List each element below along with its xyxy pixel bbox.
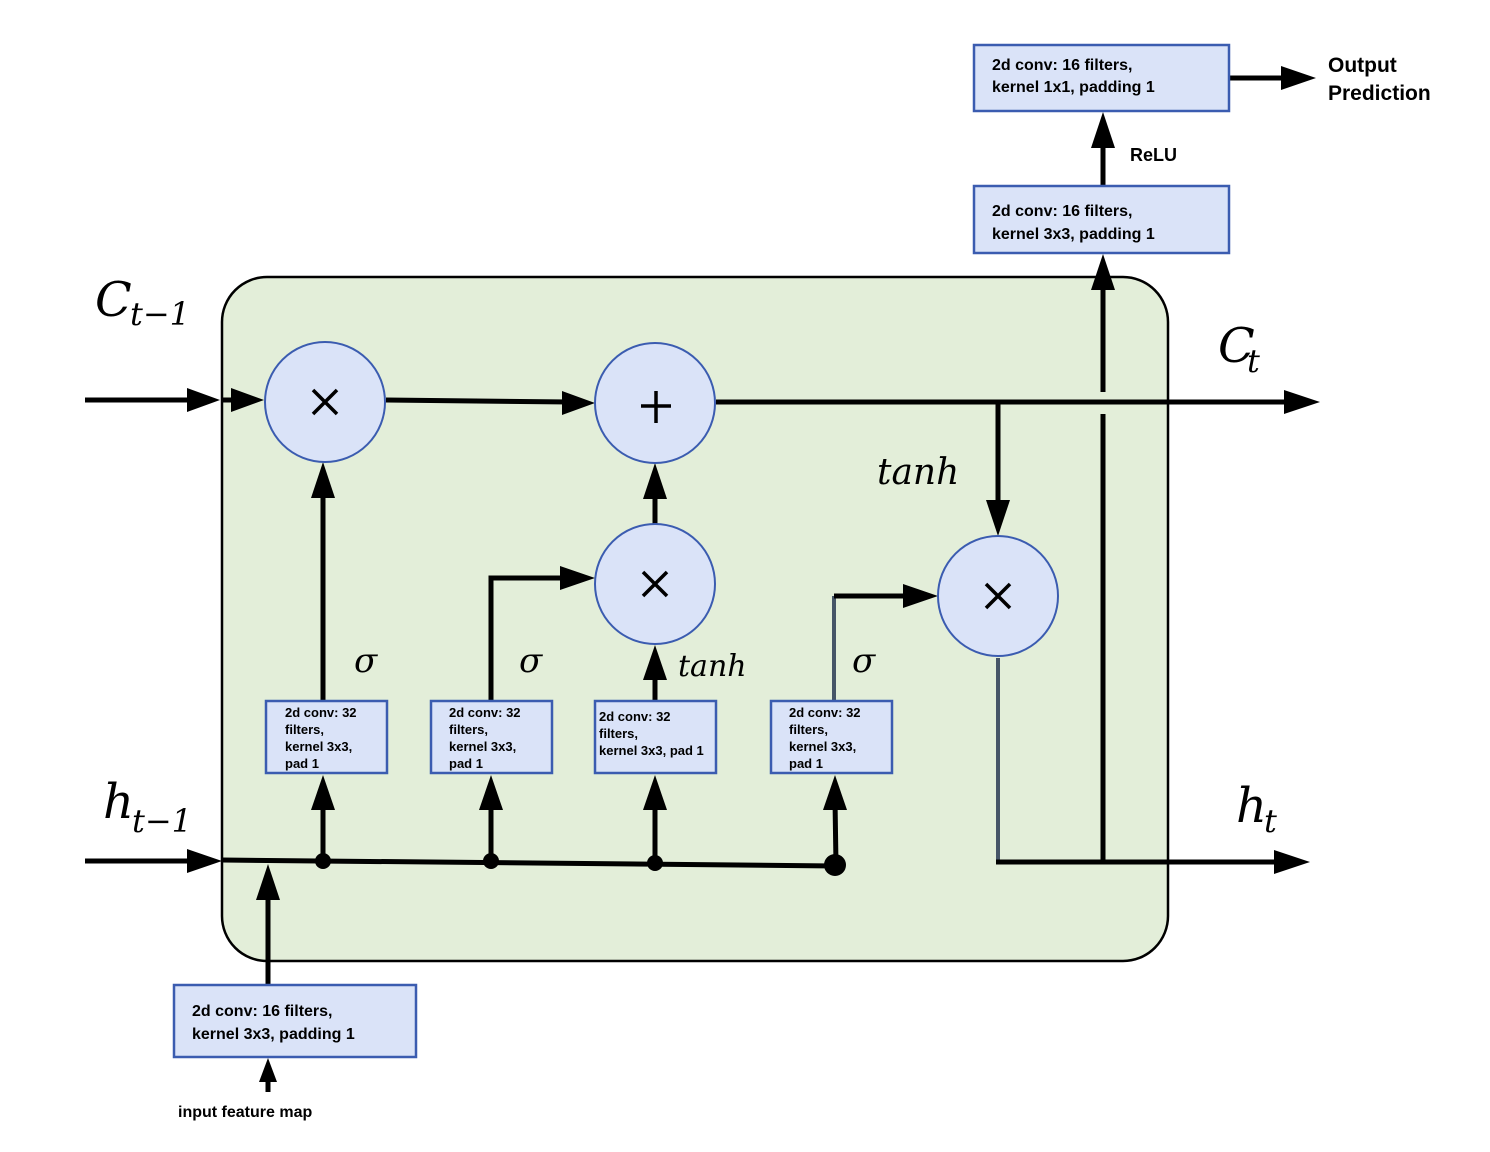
input-conv-to-bus-arrowhead: [256, 864, 280, 900]
conv-label-line: 2d conv: 32: [449, 705, 521, 720]
input-feature-map-label: input feature map: [178, 1104, 312, 1121]
h-prev-label: h t−1: [103, 774, 192, 840]
multiply-icon: [984, 582, 1012, 610]
c-prev-sub: t−1: [130, 295, 190, 333]
c-prev-inner-arrowhead: [231, 388, 264, 412]
forget-multiply-node: [264, 341, 386, 463]
head-relu-arrowhead: [1091, 112, 1115, 148]
conv-label-line: 2d conv: 16 filters,: [992, 203, 1133, 220]
bus-to-input-conv-arrowhead: [479, 775, 503, 810]
h-next-main: h: [1236, 778, 1267, 834]
input-mult-to-add-arrowhead: [643, 463, 667, 499]
output-gate-conv-box: 2d conv: 32 filters, kernel 3x3, pad 1: [769, 699, 894, 775]
conv-label-line: kernel 3x3, pad 1: [599, 743, 704, 758]
multiply-icon: [311, 388, 339, 416]
conv-label-line: 2d conv: 32: [789, 705, 861, 720]
head-conv-1x1-box: 2d conv: 16 filters, kernel 1x1, padding…: [972, 43, 1231, 113]
output-sigma-label: σ: [852, 641, 876, 681]
conv-label-line: pad 1: [449, 756, 483, 771]
cell-tanh-arrowhead: [986, 500, 1010, 536]
conv-label-line: kernel 3x3,: [285, 739, 352, 754]
h-prev-sub: t−1: [132, 802, 192, 840]
conv-label-line: filters,: [285, 722, 324, 737]
feature-map-arrowhead: [259, 1058, 277, 1082]
c-next-label: C t: [1218, 318, 1260, 380]
h-next-label: h t: [1236, 778, 1277, 840]
conv-label-line: kernel 3x3,: [789, 739, 856, 754]
multiply-icon: [641, 570, 669, 598]
candidate-tanh-label: tanh: [678, 649, 747, 684]
forget-gate-conv-box: 2d conv: 32 filters, kernel 3x3, pad 1: [264, 699, 389, 775]
c-next-arrowhead: [1284, 390, 1320, 414]
bus-to-candidate-conv-arrowhead: [643, 775, 667, 810]
forget-sigma-label: σ: [354, 641, 378, 681]
candidate-conv-box: 2d conv: 32 filters, kernel 3x3, pad 1: [593, 699, 718, 775]
h-next-arrowhead: [1274, 850, 1310, 874]
conv-label-line: 2d conv: 32: [285, 705, 357, 720]
conv-label-line: 2d conv: 16 filters,: [992, 57, 1133, 74]
input-sigma-label: σ: [519, 641, 543, 681]
conv-label-line: kernel 3x3, padding 1: [192, 1026, 355, 1043]
input-conv-box: 2d conv: 16 filters, kernel 3x3, padding…: [172, 983, 418, 1059]
head-conv-3x3-box: 2d conv: 16 filters, kernel 3x3, padding…: [972, 184, 1231, 255]
bus-to-forget-conv-arrowhead: [311, 775, 335, 810]
input-gate-conv-box: 2d conv: 32 filters, kernel 3x3, pad 1: [429, 699, 554, 775]
conv-label-line: pad 1: [285, 756, 319, 771]
output-prediction-label-line2: Prediction: [1328, 82, 1431, 105]
conv-label-line: kernel 3x3, padding 1: [992, 226, 1155, 243]
h-prev-main: h: [103, 774, 134, 830]
conv-label-line: 2d conv: 32: [599, 709, 671, 724]
c-next-sub: t: [1247, 342, 1260, 380]
output-gate-arrowhead: [903, 584, 938, 608]
output-multiply-node: [937, 535, 1059, 657]
conv-label-line: kernel 3x3,: [449, 739, 516, 754]
output-prediction-arrowhead: [1281, 66, 1316, 90]
forget-to-add-wire: [385, 397, 571, 405]
bus-to-output-conv-wire: [832, 799, 839, 866]
relu-label: ReLU: [1130, 145, 1177, 165]
input-gate-arrowhead: [560, 566, 595, 590]
conv-label-line: kernel 1x1, padding 1: [992, 79, 1155, 96]
bus-to-output-conv-arrowhead: [823, 775, 847, 810]
plus-icon: [641, 391, 671, 423]
h-prev-arrowhead: [187, 849, 222, 873]
h-to-head-arrowhead: [1091, 254, 1115, 290]
c-prev-main: C: [95, 272, 132, 328]
c-next-main: C: [1218, 318, 1255, 374]
candidate-arrowhead: [643, 645, 667, 680]
c-prev-arrowhead: [187, 388, 220, 412]
forget-gate-arrowhead: [311, 462, 335, 498]
input-multiply-node: [594, 523, 716, 645]
output-prediction-label-line1: Output: [1328, 54, 1397, 77]
c-prev-label: C t−1: [95, 272, 190, 333]
conv-label-line: 2d conv: 16 filters,: [192, 1003, 333, 1020]
cell-tanh-label: tanh: [877, 452, 959, 493]
conv-label-line: filters,: [449, 722, 488, 737]
forget-to-add-arrowhead: [562, 391, 595, 415]
conv-label-line: filters,: [599, 726, 638, 741]
h-next-sub: t: [1264, 802, 1277, 840]
conv-label-line: pad 1: [789, 756, 823, 771]
cell-add-node: [594, 342, 716, 464]
input-gate-wire: [488, 575, 570, 701]
conv-label-line: filters,: [789, 722, 828, 737]
